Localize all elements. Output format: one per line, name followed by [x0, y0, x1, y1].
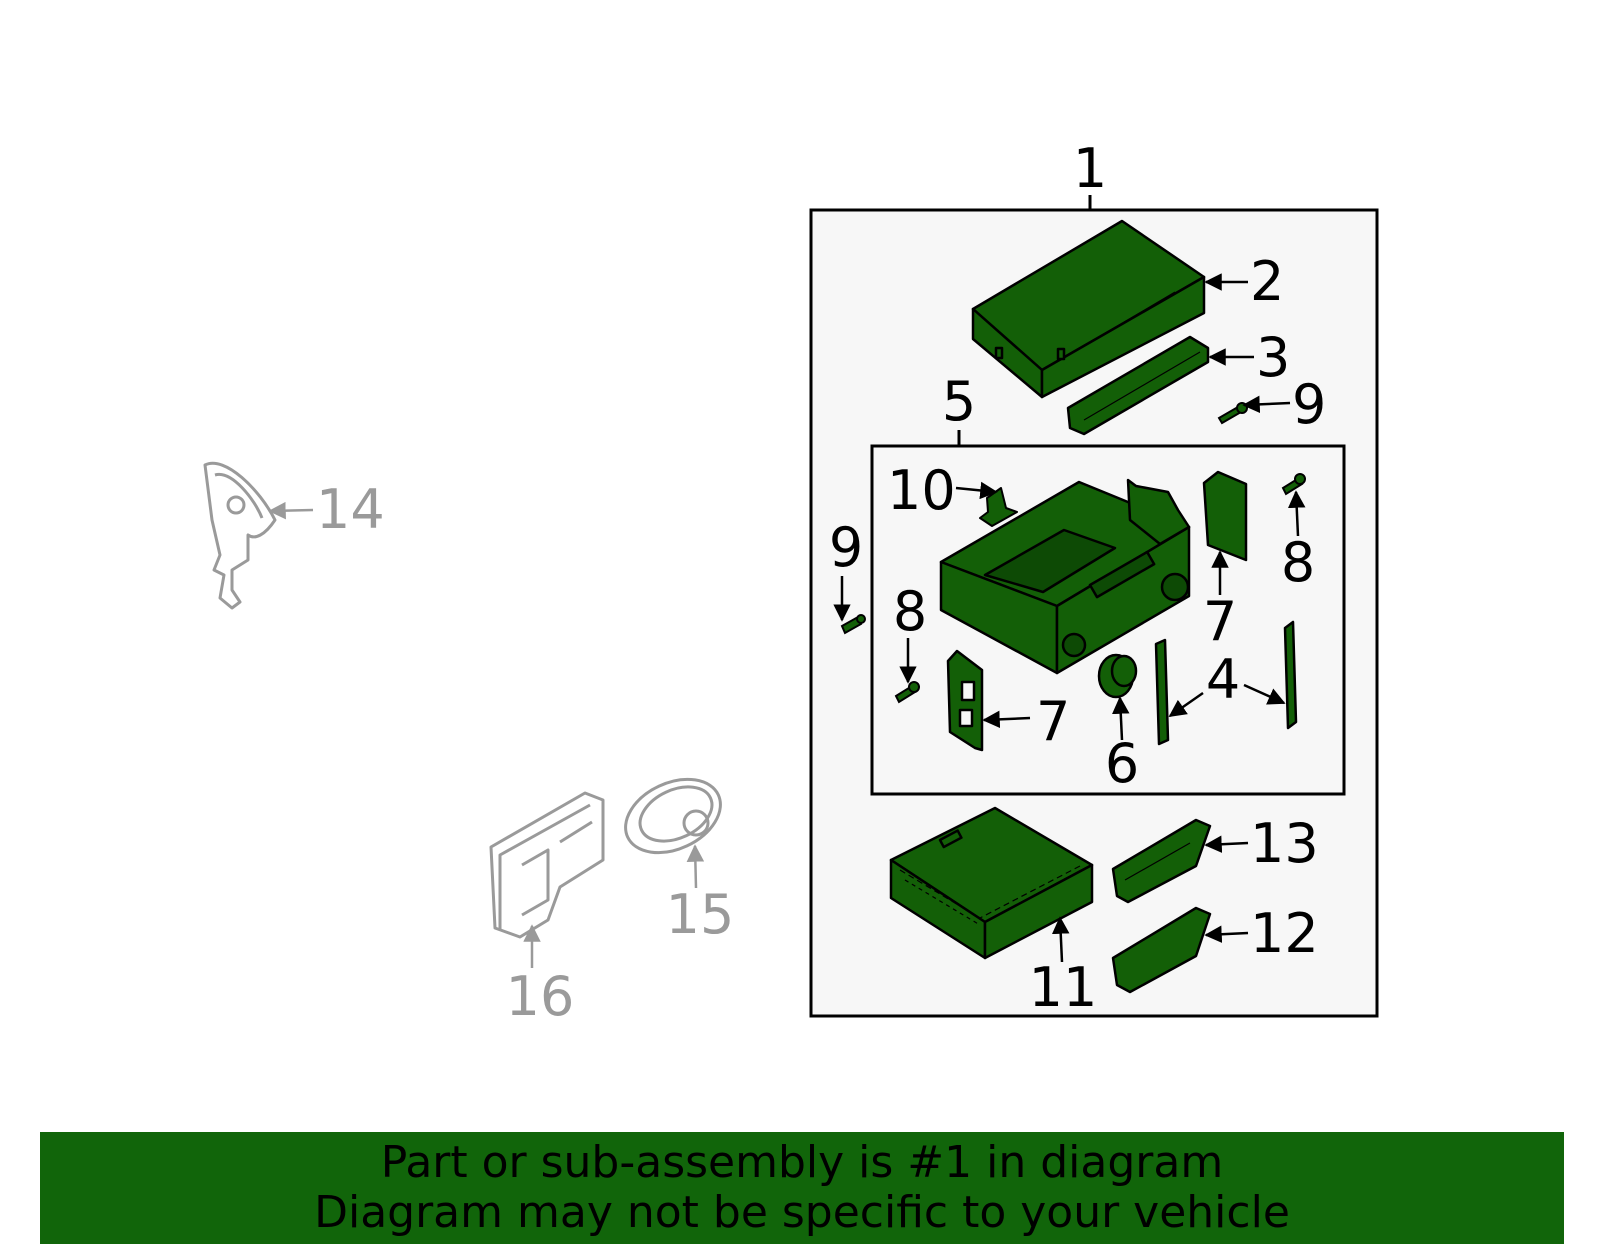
part-8-screw[interactable] [1281, 473, 1306, 496]
callout-14: 14 [316, 478, 385, 541]
info-banner: Part or sub-assembly is #1 in diagram Di… [40, 1132, 1564, 1244]
callout-1: 1 [1073, 137, 1107, 200]
part-7-side-plate[interactable] [1202, 470, 1248, 562]
part-15-ghost [624, 777, 722, 855]
callout-13: 13 [1250, 812, 1319, 875]
part-5-radio-chassis[interactable] [939, 478, 1191, 675]
callout-3: 3 [1256, 326, 1290, 389]
callout-7: 7 [1036, 690, 1070, 753]
callout-5: 5 [942, 370, 976, 433]
part-2-cover[interactable] [971, 219, 1206, 399]
callout-16: 16 [506, 965, 575, 1028]
part-9-screw[interactable] [840, 614, 866, 635]
callout-6: 6 [1105, 732, 1139, 795]
callout-10: 10 [887, 459, 956, 522]
part-4-trim-strip[interactable] [1283, 620, 1298, 730]
callout-8: 8 [1281, 531, 1315, 594]
callout-12: 12 [1250, 902, 1319, 965]
part-11-module[interactable] [889, 806, 1094, 960]
banner-line-1: Part or sub-assembly is #1 in diagram [380, 1137, 1224, 1188]
part-16-ghost [489, 791, 605, 939]
part-3-bracket[interactable] [1066, 335, 1210, 436]
callout-15: 15 [666, 883, 735, 946]
part-4-trim-strip[interactable] [1154, 638, 1170, 746]
callout-9: 9 [829, 516, 863, 579]
banner-line-2: Diagram may not be specific to your vehi… [314, 1187, 1290, 1238]
callout-2: 2 [1250, 250, 1284, 313]
ghost-leader-lines [268, 501, 705, 968]
leader-lines [833, 273, 1306, 963]
part-12-panel[interactable] [1111, 906, 1212, 994]
part-6-knob[interactable] [1097, 653, 1138, 699]
part-7-side-plate[interactable] [946, 649, 984, 752]
part-13-panel[interactable] [1111, 818, 1212, 904]
callout-4: 4 [1206, 648, 1240, 711]
callout-8: 8 [893, 580, 927, 643]
part-14-ghost [203, 461, 277, 610]
callout-11: 11 [1029, 956, 1098, 1019]
callout-7: 7 [1203, 590, 1237, 653]
subassembly-box [870, 444, 1346, 796]
part-8-screw[interactable] [894, 681, 920, 704]
callout-9: 9 [1292, 373, 1326, 436]
